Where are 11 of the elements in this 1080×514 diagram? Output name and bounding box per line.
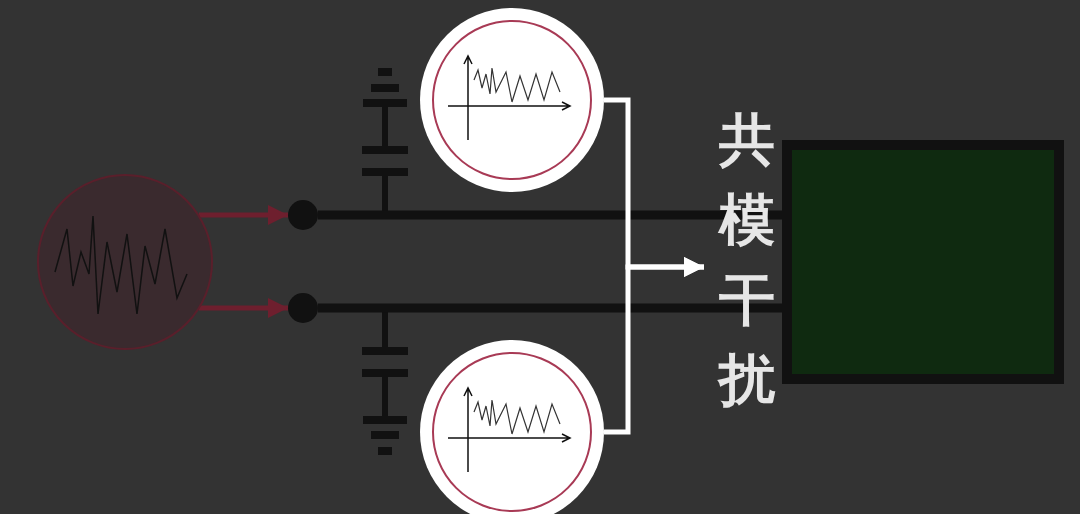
terminal-dot [288, 293, 318, 323]
circuit-box [782, 140, 1064, 384]
terminal-dot [288, 200, 318, 230]
arrow [604, 257, 704, 435]
wire [318, 210, 782, 220]
label: 共模干扰 [712, 100, 782, 430]
wire [318, 303, 782, 313]
arrow [199, 298, 288, 318]
noise-source-circle [37, 174, 213, 350]
arrow [199, 205, 288, 225]
waveform-circle [420, 8, 604, 192]
